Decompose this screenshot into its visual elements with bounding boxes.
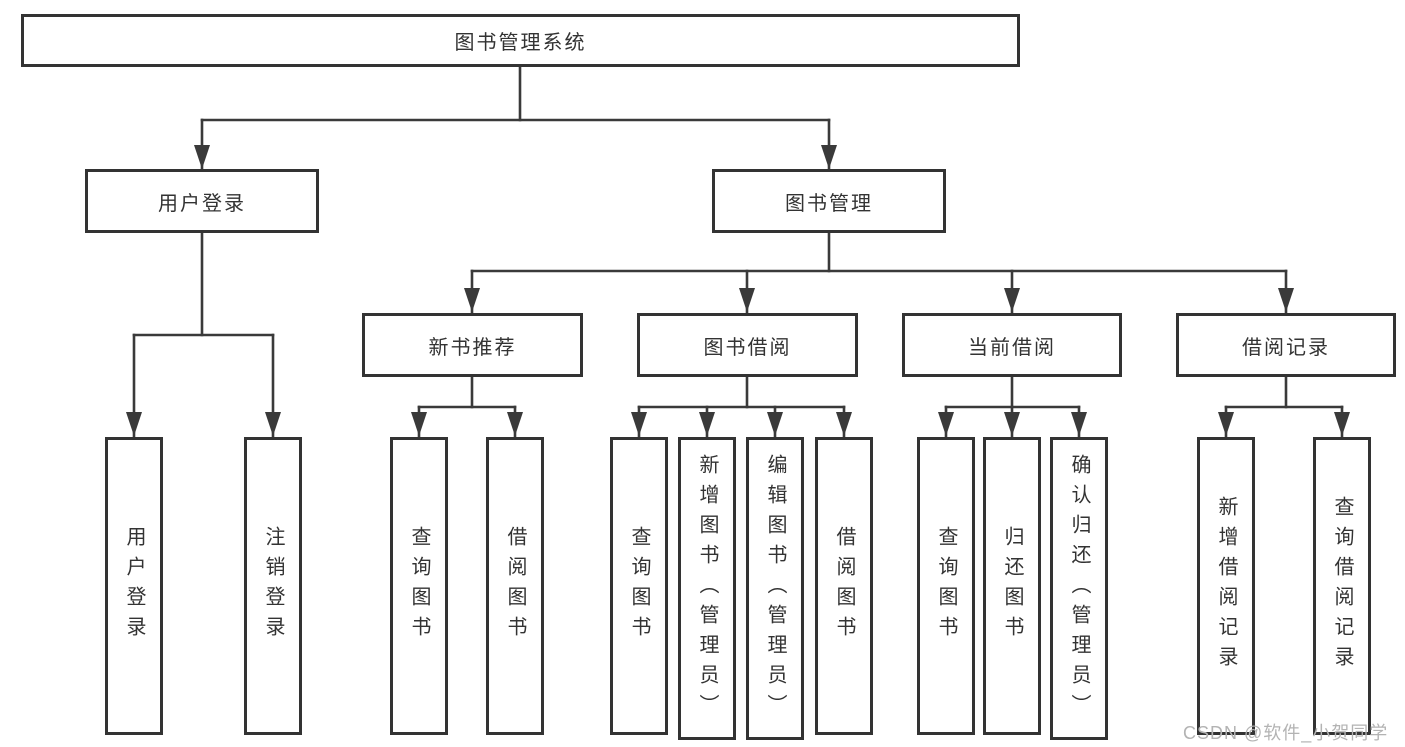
- node-book-management: 图书管理: [712, 169, 946, 233]
- csdn-watermark: CSDN @软件_小贺同学: [1183, 723, 1389, 743]
- leaf-user-login: 用户登录: [105, 437, 163, 735]
- leaf-logout: 注销登录: [244, 437, 302, 735]
- node-current-borrow: 当前借阅: [902, 313, 1122, 377]
- leaf-add-borrow-record: 新增借阅记录: [1197, 437, 1255, 735]
- leaf-query-books-1: 查询图书: [390, 437, 448, 735]
- leaf-query-books-2: 查询图书: [610, 437, 668, 735]
- leaf-borrow-books-1: 借阅图书: [486, 437, 544, 735]
- leaf-edit-books-admin: 编辑图书（管理员）: [746, 437, 804, 740]
- node-library-management-system: 图书管理系统: [21, 14, 1020, 67]
- leaf-borrow-books-2: 借阅图书: [815, 437, 873, 735]
- node-book-borrow: 图书借阅: [637, 313, 858, 377]
- leaf-confirm-return-admin: 确认归还（管理员）: [1050, 437, 1108, 740]
- leaf-query-borrow-record: 查询借阅记录: [1313, 437, 1371, 735]
- leaf-query-books-3: 查询图书: [917, 437, 975, 735]
- leaf-add-books-admin: 新增图书（管理员）: [678, 437, 736, 740]
- node-user-login: 用户登录: [85, 169, 319, 233]
- node-new-book-recommend: 新书推荐: [362, 313, 583, 377]
- leaf-return-books: 归还图书: [983, 437, 1041, 735]
- node-borrow-records: 借阅记录: [1176, 313, 1396, 377]
